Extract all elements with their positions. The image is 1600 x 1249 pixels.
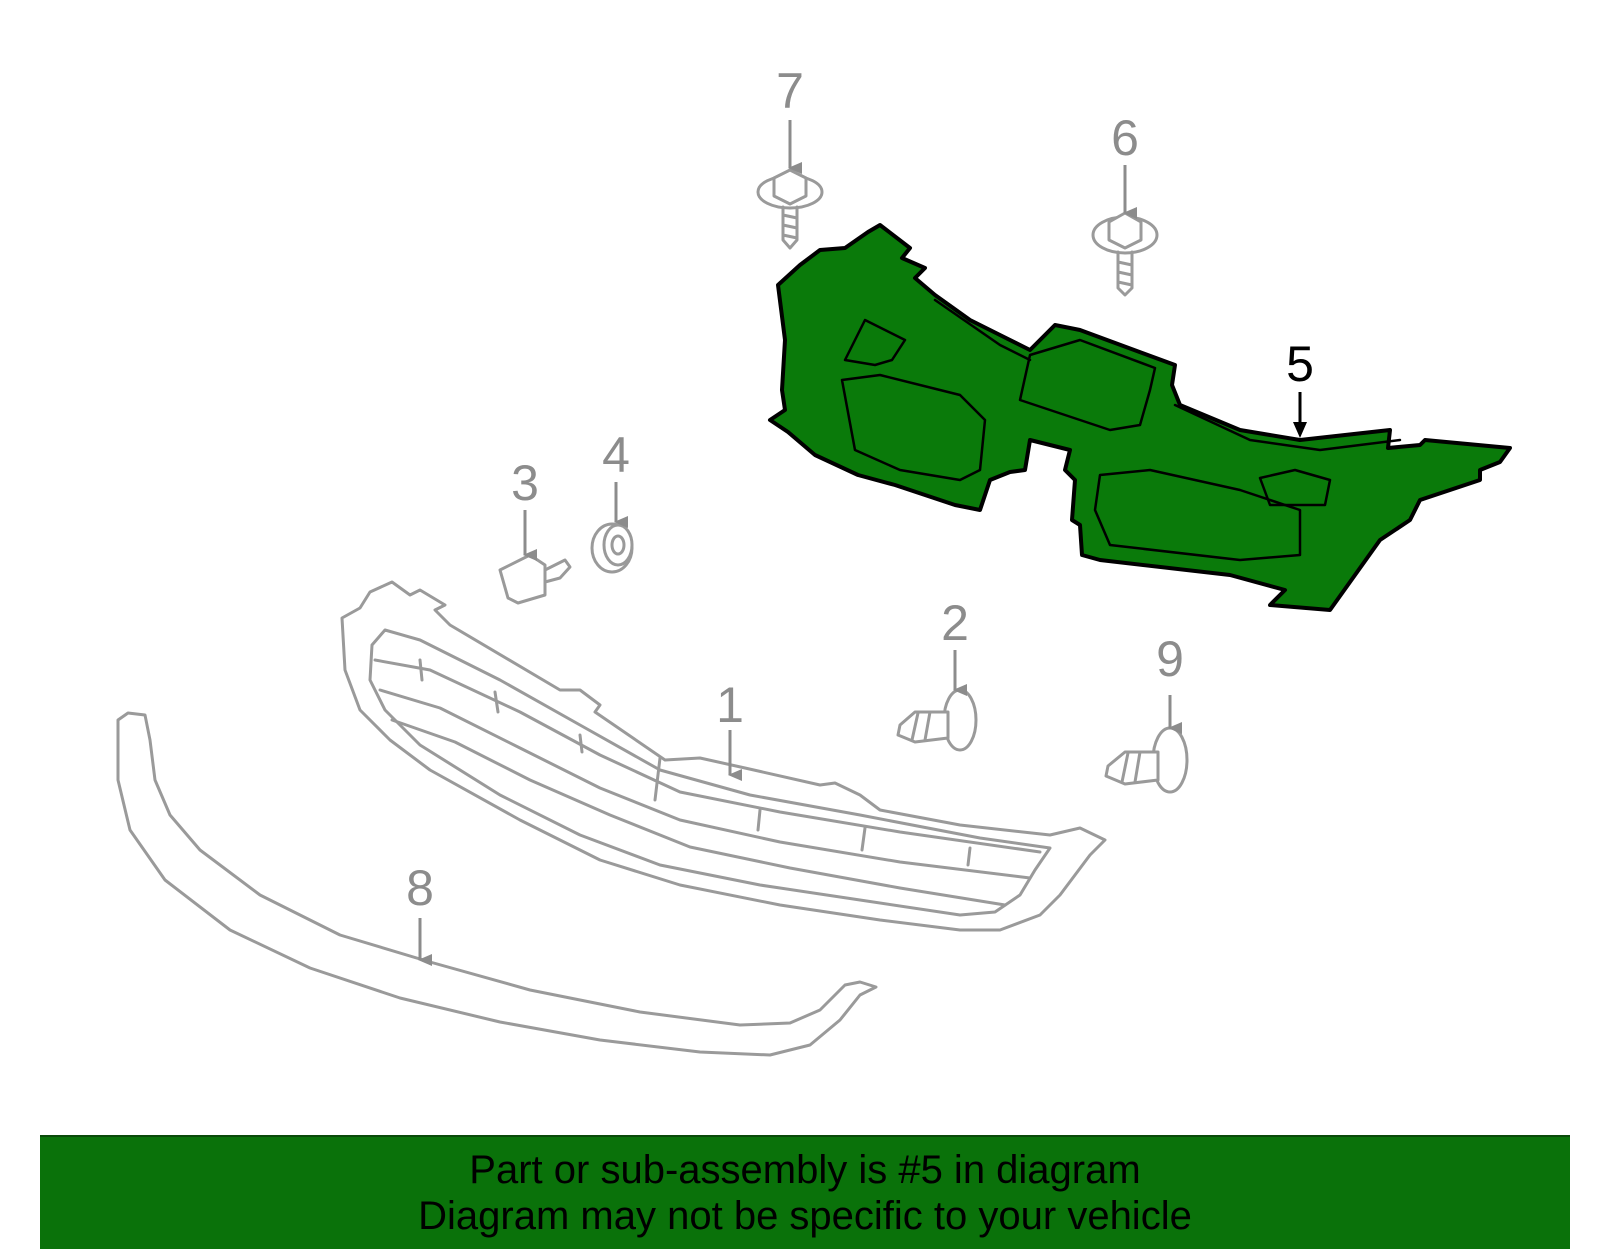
callout-8: 8 — [406, 860, 434, 916]
callout-arrows — [418, 120, 1307, 966]
arrow-5-head — [1293, 422, 1307, 438]
part-5-left-window — [843, 318, 907, 367]
part-9-shank — [1104, 750, 1160, 786]
part-9-screw[interactable] — [1104, 726, 1189, 794]
part-7-bolt[interactable] — [756, 168, 824, 250]
callout-labels: 7 6 5 4 3 2 9 1 8 — [406, 63, 1314, 916]
part-7-head — [772, 168, 808, 206]
banner-line-part: Part or sub-assembly is #5 in diagram — [469, 1148, 1141, 1192]
part-5-center-boss — [1018, 338, 1157, 432]
part-7-shank — [781, 205, 799, 250]
part-1-slat-1 — [373, 658, 1042, 854]
part-6-shank — [1116, 250, 1134, 297]
part-1-inner-frame — [368, 628, 1052, 917]
callout-1: 1 — [716, 677, 744, 733]
part-5-right-window — [1258, 468, 1332, 507]
callout-9: 9 — [1156, 631, 1184, 687]
part-2-screw[interactable] — [896, 688, 978, 752]
part-5-grille-bracket[interactable] — [768, 223, 1512, 612]
part-4-hole — [610, 534, 626, 556]
part-5-top-edge — [933, 298, 1032, 362]
part-6-head — [1107, 211, 1143, 250]
part-1-slat-2 — [378, 688, 1032, 880]
part-3-prong — [543, 558, 572, 584]
part-1-slat-3 — [390, 718, 1007, 907]
callout-5: 5 — [1286, 336, 1314, 392]
banner-line-disclaimer: Diagram may not be specific to your vehi… — [418, 1194, 1192, 1238]
part-6-bolt[interactable] — [1091, 211, 1159, 297]
part-3-clip[interactable] — [498, 553, 572, 605]
callout-4: 4 — [602, 427, 630, 483]
part-8-outline — [116, 711, 878, 1057]
part-5-right-vent — [1093, 468, 1302, 562]
callout-7: 7 — [776, 63, 804, 119]
callout-2: 2 — [941, 595, 969, 651]
part-2-threads — [910, 710, 932, 742]
part-5-right-edge — [1173, 403, 1402, 452]
part-1-grille[interactable] — [340, 580, 1107, 932]
part-8-molding[interactable] — [116, 711, 878, 1057]
part-4-grommet[interactable] — [590, 522, 634, 574]
callout-6: 6 — [1111, 110, 1139, 166]
part-9-threads — [1120, 750, 1142, 784]
part-2-shank — [896, 710, 950, 744]
part-1-outer-frame — [340, 580, 1107, 932]
part-1-slat-rib — [418, 658, 972, 867]
part-5-body — [768, 223, 1512, 612]
part-4-face — [602, 523, 634, 567]
part-5-left-vent — [840, 373, 987, 482]
callout-3: 3 — [511, 455, 539, 511]
info-banner: Part or sub-assembly is #5 in diagram Di… — [40, 1135, 1570, 1249]
part-3-body — [498, 553, 547, 605]
